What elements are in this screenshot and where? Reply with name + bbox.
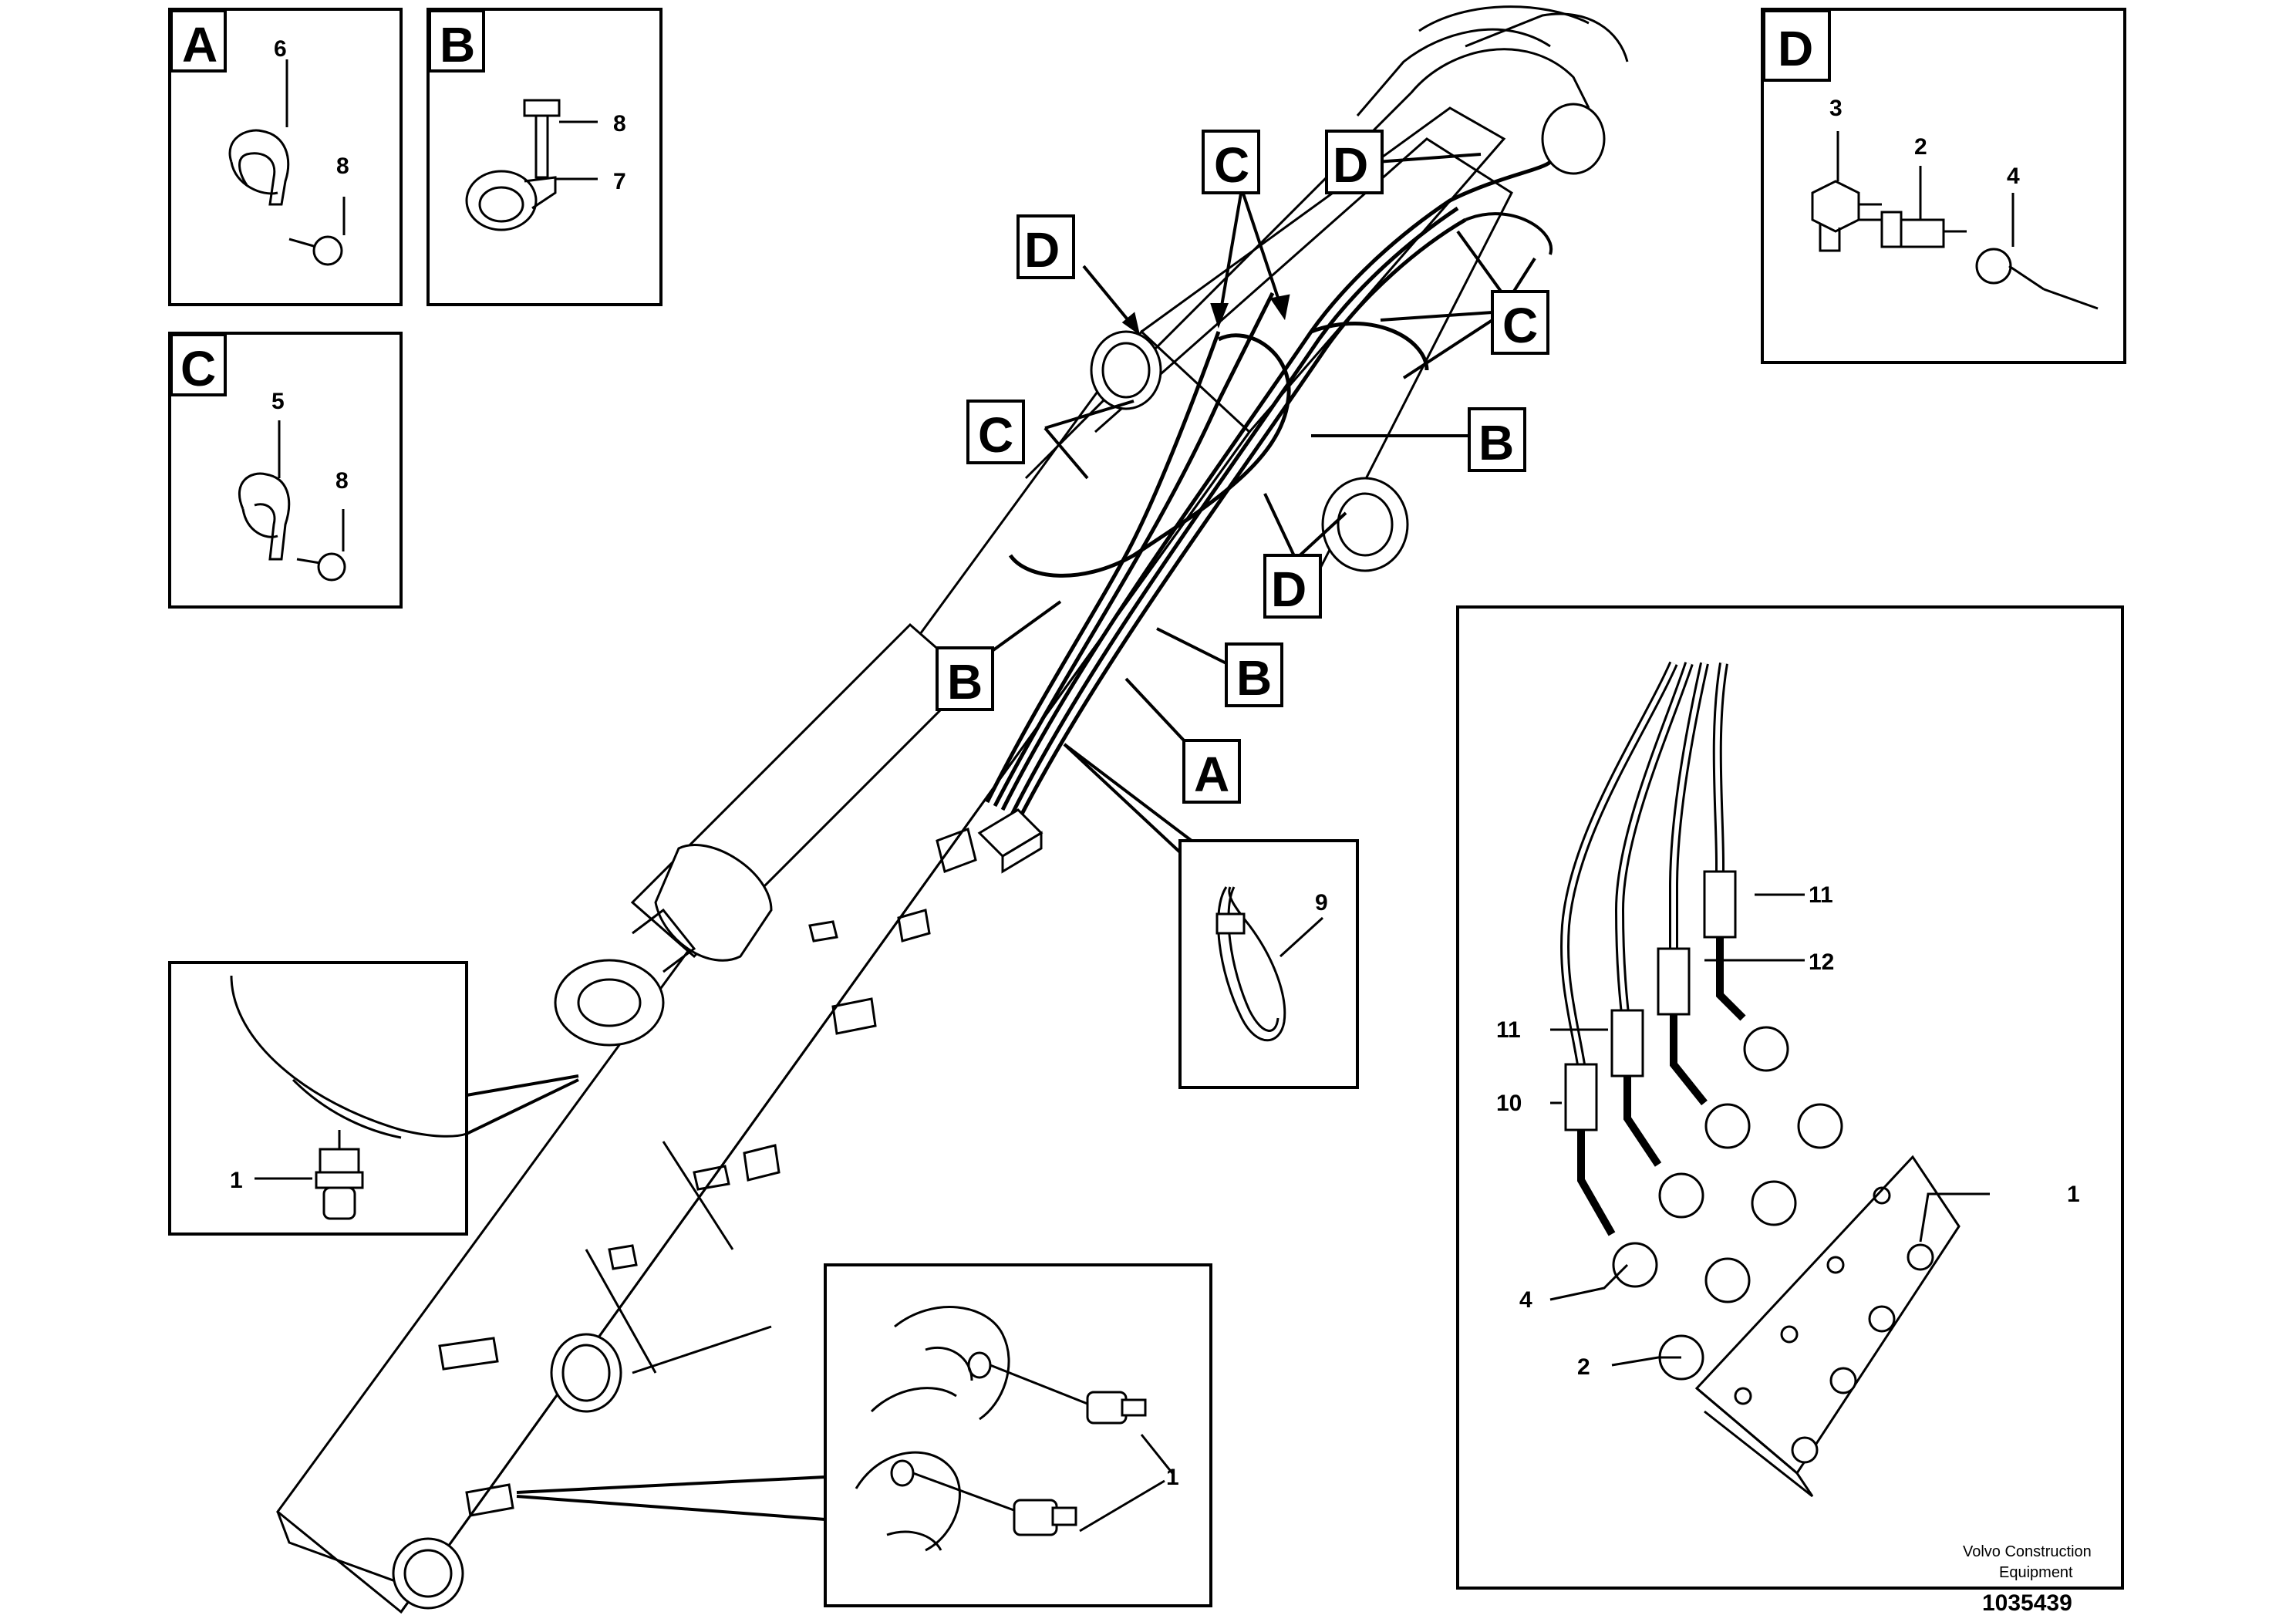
part-number-4: 4 [2007, 164, 2020, 189]
part-number-2: 2 [1914, 134, 1927, 160]
callout-c-top: C [1214, 137, 1249, 193]
inset-grease-nipple-left: 1 [168, 961, 468, 1236]
part-number-1: 1 [230, 1168, 243, 1193]
callout-b-lower-left: B [947, 654, 983, 710]
inset-d: D 3 2 4 [1761, 8, 2126, 364]
callout-label: C [180, 341, 216, 396]
inset-c: C 5 8 [168, 332, 403, 609]
part-number-11: 11 [1496, 1017, 1521, 1043]
part-number-3: 3 [1829, 96, 1843, 121]
callout-c-right: C [1502, 298, 1538, 353]
part-number-8: 8 [336, 153, 349, 179]
part-number-6: 6 [274, 36, 287, 62]
part-number-12: 12 [1809, 949, 1834, 975]
callout-label: D [1778, 21, 1813, 76]
callout-d-top: D [1333, 137, 1368, 193]
inset-hose-connections: 11 12 11 10 4 2 1 [1456, 605, 2124, 1590]
company-line-1: Volvo Construction [1963, 1543, 2092, 1560]
callout-boxes: C D D C C B D B B A [936, 130, 1549, 804]
part-number-7: 7 [613, 169, 626, 194]
inset-cable-tie: 9 [1178, 839, 1359, 1089]
callout-d-left: D [1024, 222, 1060, 278]
part-number-8: 8 [335, 468, 349, 494]
part-number-11: 11 [1809, 882, 1833, 908]
leader-lines [466, 153, 1536, 1521]
callout-b-right: B [1478, 415, 1514, 470]
part-number-8: 8 [613, 111, 626, 137]
callout-c-left: C [978, 407, 1013, 463]
footer: Volvo Construction Equipment 1035439 [1963, 1543, 2092, 1616]
part-number-1: 1 [1166, 1465, 1179, 1490]
callout-label: B [440, 17, 475, 73]
part-number-1: 1 [2067, 1182, 2080, 1207]
callout-a: A [1194, 747, 1229, 802]
boom-drawing [275, 5, 1629, 1614]
callout-d-lower: D [1271, 561, 1306, 617]
company-line-2: Equipment [1999, 1564, 2073, 1581]
part-number-10: 10 [1496, 1091, 1522, 1116]
inset-b: B 8 7 [426, 8, 663, 306]
inset-grease-nipples-bottom: 1 [824, 1263, 1212, 1607]
part-number-2: 2 [1577, 1354, 1590, 1380]
part-number-5: 5 [271, 389, 285, 414]
callout-b-lower-right: B [1236, 650, 1272, 706]
drawing-number: 1035439 [1982, 1590, 2072, 1616]
inset-a: A 6 8 [168, 8, 403, 306]
callout-label: A [182, 17, 217, 73]
part-number-9: 9 [1315, 890, 1328, 916]
part-number-4: 4 [1519, 1287, 1532, 1313]
